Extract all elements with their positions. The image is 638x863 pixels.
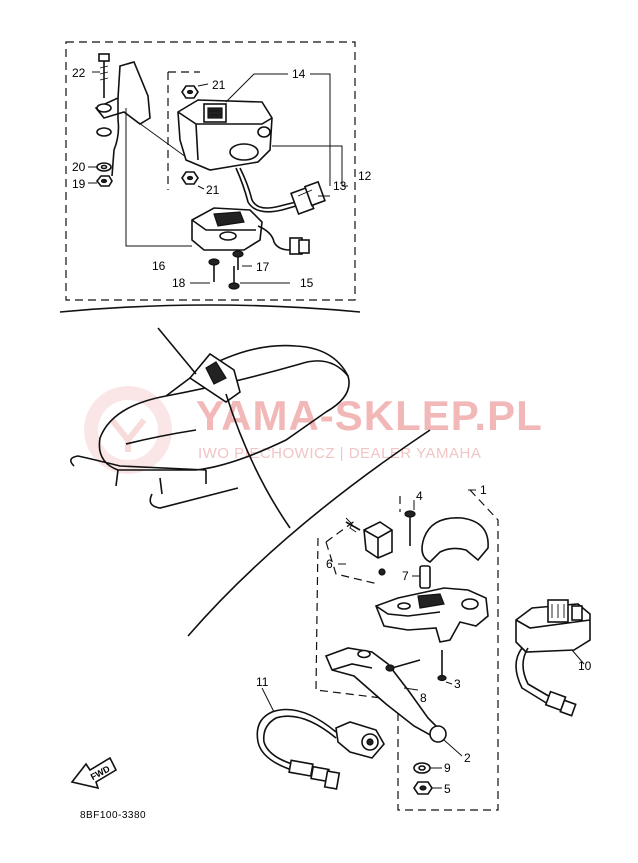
washer-9: [413, 762, 431, 774]
lever-bracket: [374, 587, 489, 643]
throttle-switch-body: [177, 99, 297, 213]
callout-9: 9: [444, 761, 451, 775]
screw-3: [437, 650, 447, 682]
callout-7: 7: [402, 569, 409, 583]
callout-8: 8: [420, 691, 427, 705]
switch-10: [515, 599, 591, 717]
callout-22: 22: [72, 66, 86, 80]
upper-assembly-box: [65, 41, 356, 301]
leaders-upper: [88, 71, 348, 284]
nut-5: [413, 781, 433, 795]
snowmobile-outline: [70, 327, 350, 529]
bracket: [94, 61, 191, 177]
leaders-lower: [261, 489, 585, 789]
callout-20: 20: [72, 160, 86, 174]
screw-17: [232, 250, 244, 270]
upper-assembly: [59, 41, 361, 313]
lower-assembly-box: [315, 489, 499, 811]
switch-6: [345, 517, 393, 576]
callout-21-bottom: 21: [206, 183, 220, 197]
sleeve-7: [419, 565, 431, 589]
switch-11: [256, 708, 385, 790]
lower-divider: [187, 429, 431, 637]
screw-4: [404, 510, 416, 546]
callout-labels: 22 21 14 20 19 21 13 12 16 17 18 15 1 4 …: [72, 66, 592, 796]
screw-15: [228, 266, 240, 290]
upper-subframe: [167, 71, 200, 190]
watermark-logo: [84, 386, 172, 474]
lower-subframe-6: [325, 519, 379, 585]
lever-cover: [421, 517, 489, 563]
callout-11: 11: [256, 675, 269, 689]
callout-18: 18: [172, 276, 186, 290]
fwd-arrow: FWD: [70, 756, 118, 790]
callout-3: 3: [454, 677, 461, 691]
callout-10: 10: [578, 659, 592, 673]
nut-19: [95, 175, 113, 187]
bolt-8: [385, 659, 421, 672]
watermark: YAMA-SKLEP.PL IWO PIECHOWICZ | DEALER YA…: [84, 386, 543, 474]
callout-6: 6: [326, 557, 333, 571]
callout-19: 19: [72, 177, 86, 191]
callout-12: 12: [358, 169, 372, 183]
screw-18: [208, 258, 220, 282]
connector-13: [290, 180, 326, 216]
nut-21-top: [181, 85, 199, 99]
watermark-brand: YAMA-SKLEP.PL: [196, 392, 543, 439]
bolt-22: [98, 53, 110, 98]
washer-20: [96, 162, 112, 172]
callout-4: 4: [416, 489, 423, 503]
switch-housing-lower: [191, 207, 310, 255]
callout-15: 15: [300, 276, 314, 290]
callout-2: 2: [464, 751, 471, 765]
callout-16: 16: [152, 259, 166, 273]
callout-5: 5: [444, 782, 451, 796]
callout-1: 1: [480, 483, 487, 497]
nut-21-bottom: [181, 171, 199, 185]
upper-divider: [59, 304, 361, 313]
callout-21-top: 21: [212, 78, 226, 92]
lower-assembly: [256, 489, 591, 811]
watermark-subtitle: IWO PIECHOWICZ | DEALER YAMAHA: [198, 445, 481, 462]
diagram-code: 8BF100-3380: [80, 810, 146, 821]
callout-14: 14: [292, 67, 306, 81]
brake-lever: [324, 647, 447, 743]
callout-17: 17: [256, 260, 270, 274]
callout-13: 13: [333, 179, 347, 193]
